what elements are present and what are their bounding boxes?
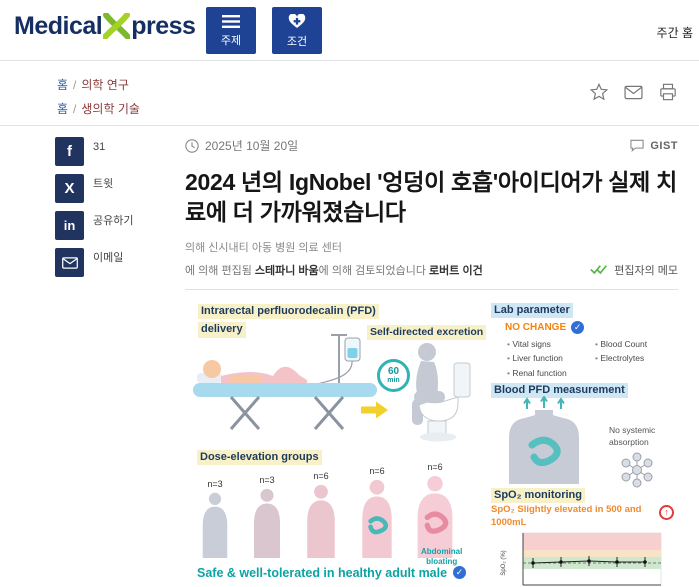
dose-group-4: n=6 <box>352 466 402 558</box>
lab-list-col2: Blood Count Electrolytes <box>595 337 647 366</box>
print-icon[interactable] <box>659 83 677 101</box>
dose-group-2: n=3 <box>244 475 290 558</box>
safety-banner: Safe & well-tolerated in healthy adult m… <box>197 566 467 580</box>
breadcrumbs: 홈 / 의학 연구 홈 / 생의학 기술 <box>57 76 140 124</box>
editor-name: 스테파니 바움 <box>254 264 319 277</box>
article-date: 2025년 10월 20일 <box>205 139 299 153</box>
favorite-star-icon[interactable] <box>590 83 608 101</box>
logo-medical-text: Medical <box>14 12 103 40</box>
menu-icon <box>222 14 240 33</box>
breadcrumb-home-link-2[interactable]: 홈 <box>57 102 69 116</box>
nav-conditions-button[interactable]: 조건 <box>272 7 322 54</box>
patient-on-table-illustration <box>193 333 377 430</box>
double-check-icon <box>590 265 608 275</box>
comment-icon <box>630 139 644 152</box>
figure-excretion-title: Self-directed excretion <box>367 322 487 340</box>
figure-delivery-title: Intrarectal perfluorodecalin (PFD) deliv… <box>198 301 379 339</box>
reviewed-prefix: 에 의해 검토되었습니다 <box>318 264 430 277</box>
check-icon: ✓ <box>571 320 585 334</box>
x-twitter-icon: X <box>55 174 84 203</box>
share-email-button[interactable]: 이메일 <box>55 248 180 277</box>
article-date-wrap: 2025년 10월 20일 <box>185 137 298 154</box>
article-figure[interactable]: Intrarectal perfluorodecalin (PFD) deliv… <box>185 298 678 587</box>
email-icon <box>55 248 84 277</box>
breadcrumb-home-link[interactable]: 홈 <box>57 78 69 92</box>
lab-list-col1: Vital signs Liver function Renal functio… <box>507 337 566 380</box>
facebook-share-count: 31 <box>93 141 106 153</box>
breadcrumb-row-1: 홈 / 의학 연구 <box>57 76 140 93</box>
editor-note-label: 편집자의 메모 <box>614 264 678 277</box>
article-credits-row: 에 의해 편집됨 스테파니 바움에 의해 검토되었습니다 로버트 이건 편집자의… <box>185 262 678 278</box>
body-silhouette-with-gut <box>362 479 392 558</box>
breadcrumb-bar: 홈 / 의학 연구 홈 / 생의학 기술 <box>0 60 699 126</box>
article-action-icons <box>590 83 677 101</box>
torso-illustration <box>509 395 579 484</box>
body-silhouette-bloated <box>417 475 453 558</box>
chart-y-label: SpO₂ (%) <box>501 550 507 575</box>
article-credits: 에 의해 편집됨 스테파니 바움에 의해 검토되었습니다 로버트 이건 <box>185 262 483 278</box>
spo2-note: SpO₂ Slightly elevated in 500 and 1000mL <box>491 503 642 529</box>
timer-60min-badge: 60 min <box>377 358 410 392</box>
nav-topics-button[interactable]: 주제 <box>206 7 256 54</box>
facebook-icon: f <box>55 137 84 166</box>
edited-prefix: 에 의해 편집됨 <box>185 264 255 277</box>
body-silhouette <box>253 488 281 558</box>
linkedin-icon: in <box>55 211 84 240</box>
article-meta-row: 2025년 10월 20일 GIST <box>185 137 678 154</box>
figure-dose-title: Dose-elevation groups <box>197 447 322 466</box>
blood-pfd-title: Blood PFD measurement <box>491 380 628 399</box>
logo-x-icon <box>102 12 132 40</box>
spo2-chart: SpO₂ (%) Time (min) <box>501 532 662 586</box>
editor-note-link[interactable]: 편집자의 메모 <box>590 262 678 278</box>
dose-group-5: n=6 <box>409 462 461 558</box>
breadcrumb-separator: / <box>73 78 77 92</box>
article-divider <box>185 288 678 290</box>
no-absorption-note: No systemic absorption <box>609 424 656 447</box>
dose-group-1: n=3 <box>193 479 237 558</box>
dose-groups-row: n=3 n=3 n=6 <box>193 462 461 558</box>
article-title: 2024 년의 IgNobel '엉덩이 호흡'아이디어가 실제 치료에 더 가… <box>185 169 677 226</box>
twitter-share-label: 트윗 <box>93 178 114 190</box>
spo2-title: SpO₂ monitoring <box>491 485 585 504</box>
lab-parameter-title: Lab parameter <box>491 300 573 319</box>
pfd-molecule-icon <box>621 452 653 488</box>
dose-group-3: n=6 <box>297 471 345 558</box>
email-share-label: 이메일 <box>93 252 124 264</box>
abdominal-bloating-note: Abdominal bloating <box>421 546 463 567</box>
weekly-home-link[interactable]: 주간 홈 <box>656 26 693 40</box>
share-sidebar: f 31 X 트윗 in 공유하기 이메일 <box>55 137 180 285</box>
share-linkedin-button[interactable]: in 공유하기 <box>55 211 180 240</box>
reviewer-name: 로버트 이건 <box>429 264 483 277</box>
health-heart-icon <box>288 12 306 34</box>
article-source[interactable]: GIST <box>630 139 678 152</box>
breadcrumb-row-2: 홈 / 생의학 기술 <box>57 100 140 117</box>
person-on-toilet-illustration <box>412 342 471 442</box>
clock-icon <box>185 138 199 153</box>
article-byline: 의해 신시내티 아동 병원 의료 센터 <box>185 241 342 254</box>
site-header: Medical press 주제 <box>0 0 699 60</box>
body-silhouette <box>202 492 228 558</box>
save-email-icon[interactable] <box>624 85 643 100</box>
article-source-label: GIST <box>650 139 678 152</box>
logo-press-text: press <box>131 12 196 40</box>
nav-topics-label: 주제 <box>220 34 242 47</box>
share-twitter-button[interactable]: X 트윗 <box>55 174 180 203</box>
check-icon: ✓ <box>453 566 467 580</box>
yellow-arrow-icon <box>361 401 388 419</box>
breadcrumb-category-link-biotech[interactable]: 생의학 기술 <box>81 102 140 116</box>
site-logo[interactable]: Medical press <box>14 12 196 40</box>
breadcrumb-category-link-medicine[interactable]: 의학 연구 <box>81 78 129 92</box>
elevated-arrow-icon: ↑ <box>659 504 674 520</box>
body-silhouette <box>307 484 335 558</box>
linkedin-share-label: 공유하기 <box>93 215 134 227</box>
no-change-label: NO CHANGE ✓ <box>505 320 585 334</box>
nav-conditions-label: 조건 <box>286 35 308 48</box>
share-facebook-button[interactable]: f 31 <box>55 137 180 166</box>
article: 2025년 10월 20일 GIST 2024 년의 IgNobel '엉덩이 … <box>185 137 678 587</box>
breadcrumb-separator-2: / <box>73 102 77 116</box>
